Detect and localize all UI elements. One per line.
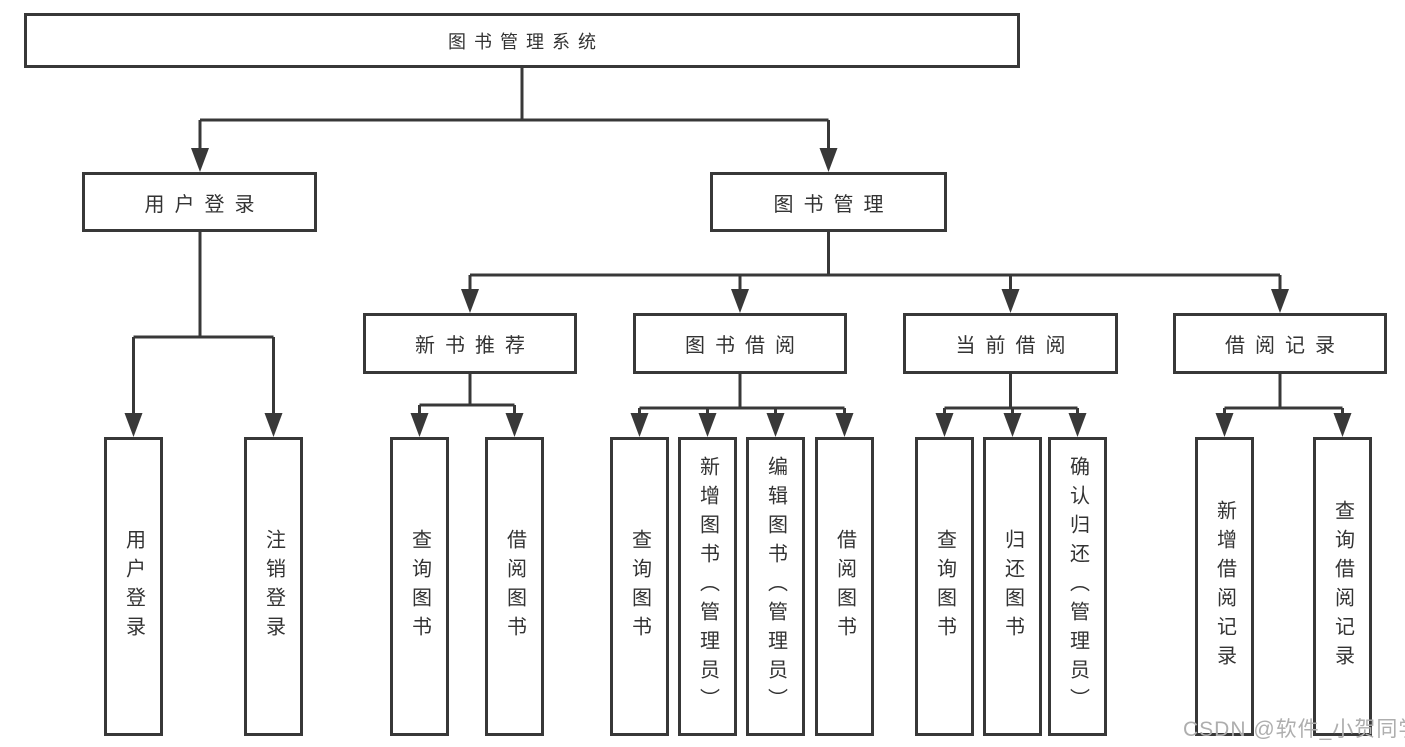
node-borrow-records: 借阅记录: [1173, 313, 1387, 374]
arrowheads: [124, 148, 1352, 437]
leaf-edit-books-admin: 编辑图书（管理员）: [746, 437, 805, 736]
leaf-query-books-current: 查询图书: [915, 437, 974, 736]
arrowhead-icon: [835, 413, 854, 437]
csdn-watermark: CSDN @软件_小贺同学: [1183, 718, 1405, 741]
node-library-management-system: 图书管理系统: [24, 13, 1020, 68]
arrowhead-icon: [935, 413, 954, 437]
arrowhead-icon: [731, 289, 749, 313]
arrowhead-icon: [1003, 413, 1022, 437]
arrowhead-icon: [1333, 413, 1352, 437]
node-user-login: 用户登录: [82, 172, 317, 232]
arrowhead-icon: [1001, 289, 1020, 313]
leaf-user-login: 用户登录: [104, 437, 163, 736]
leaf-add-borrow-record: 新增借阅记录: [1195, 437, 1254, 736]
node-current-borrowing: 当前借阅: [903, 313, 1118, 374]
arrowhead-icon: [1271, 289, 1289, 313]
node-new-book-recommend: 新书推荐: [363, 313, 577, 374]
leaf-borrow-books-borrowing: 借阅图书: [815, 437, 874, 736]
arrowhead-icon: [191, 148, 209, 172]
tree-edges: [132, 68, 1344, 417]
arrowhead-icon: [819, 148, 838, 172]
arrowhead-icon: [698, 413, 717, 437]
node-book-management: 图书管理: [710, 172, 947, 232]
arrowhead-icon: [124, 413, 143, 437]
arrowhead-icon: [461, 289, 479, 313]
arrowhead-icon: [766, 413, 785, 437]
arrowhead-icon: [264, 413, 283, 437]
leaf-add-books-admin: 新增图书（管理员）: [678, 437, 737, 736]
leaf-query-books-borrowing: 查询图书: [610, 437, 669, 736]
arrowhead-icon: [1215, 413, 1234, 437]
leaf-query-borrow-record: 查询借阅记录: [1313, 437, 1372, 736]
arrowhead-icon: [630, 413, 649, 437]
leaf-borrow-books-newbooks: 借阅图书: [485, 437, 544, 736]
leaf-return-books: 归还图书: [983, 437, 1042, 736]
edge-paths: [132, 68, 1344, 417]
leaf-logout: 注销登录: [244, 437, 303, 736]
node-book-borrowing: 图书借阅: [633, 313, 847, 374]
leaf-confirm-return-admin: 确认归还（管理员）: [1048, 437, 1107, 736]
arrowhead-icon: [505, 413, 524, 437]
arrowhead-icon: [1068, 413, 1087, 437]
arrowhead-icon: [410, 413, 429, 437]
leaf-query-books-newbooks: 查询图书: [390, 437, 449, 736]
